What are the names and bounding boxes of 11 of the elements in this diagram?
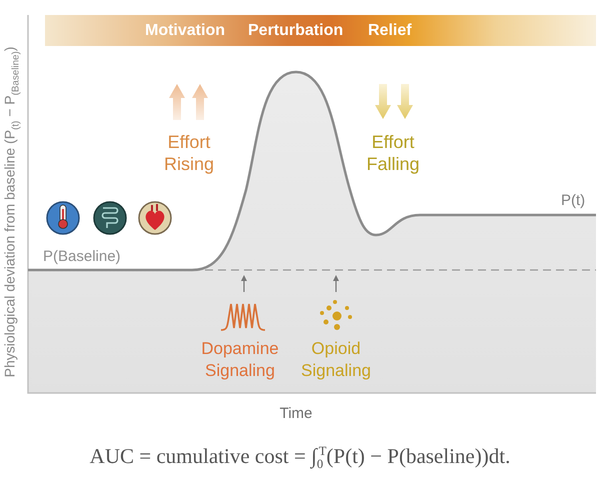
phase-label: Relief xyxy=(368,21,412,41)
curve-label: P(t) xyxy=(561,192,586,209)
formula-caption: AUC = cumulative cost = ∫$_{0}$$^{T}$(P(t) − P(baseline))dt. xyxy=(90,444,510,472)
phase-label: Perturbation xyxy=(248,21,344,41)
signal-label: Dopamine Signaling xyxy=(201,338,279,382)
axis-title: Time xyxy=(280,405,312,423)
effort-label: Effort Falling xyxy=(366,131,420,175)
effort-label: Effort Rising xyxy=(164,131,214,175)
signal-label: Opioid Signaling xyxy=(301,338,371,382)
phase-label: Motivation xyxy=(145,21,225,41)
baseline-label: P(Baseline) xyxy=(43,248,121,265)
